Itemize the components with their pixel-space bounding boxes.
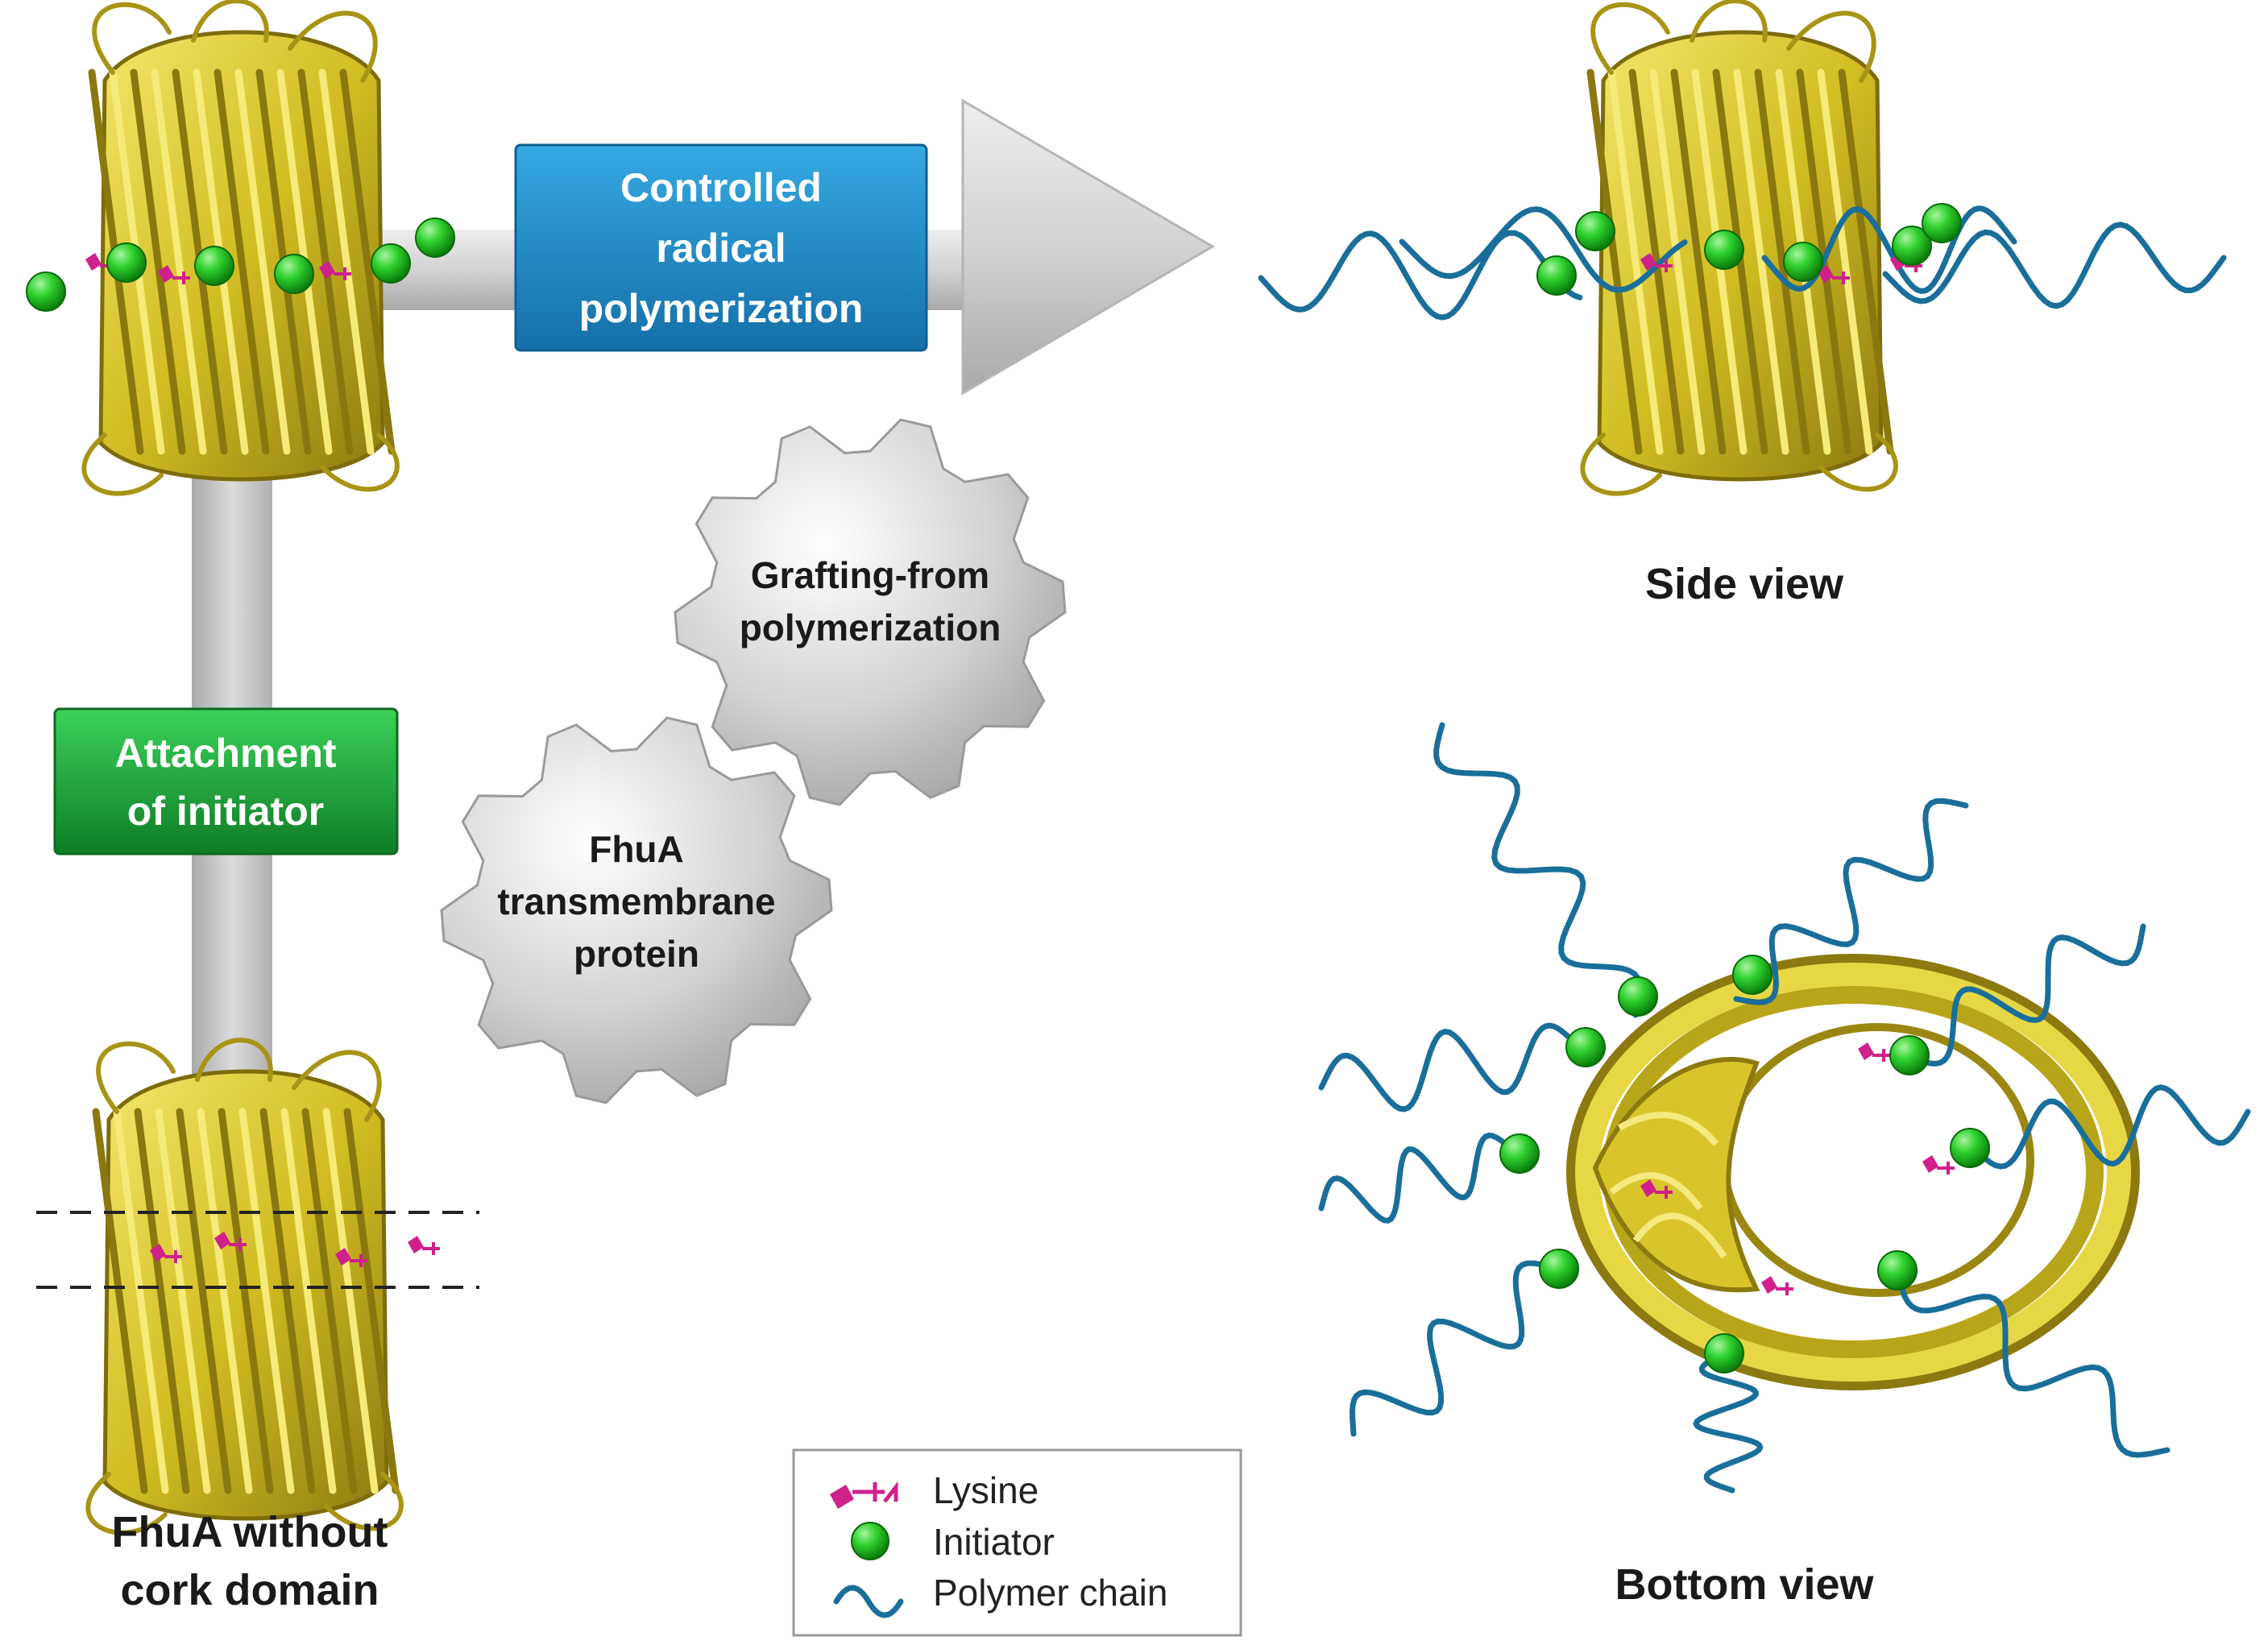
step-label-line3: polymerization <box>579 286 864 331</box>
protein-barrel-bare <box>85 1038 404 1535</box>
step-label-line2: of initiator <box>127 789 324 834</box>
step-label-line1: Controlled <box>620 165 822 210</box>
gear-label-line3: protein <box>574 933 699 975</box>
step-label-line2: radical <box>656 226 786 271</box>
step-box-polymerization: Controlled radical polymerization <box>514 143 928 352</box>
caption-bottom-view: Bottom view <box>1615 1560 1874 1609</box>
legend-label-polymer-chain: Polymer chain <box>933 1572 1167 1614</box>
legend: Lysine Initiator Polymer chain <box>792 1448 1242 1637</box>
caption-start-line1: FhuA without <box>112 1508 388 1556</box>
gear-protein: FhuA transmembrane protein <box>440 716 833 1104</box>
legend-polymer-swatch <box>833 1585 904 1618</box>
initiator-spheres <box>26 203 1990 1373</box>
caption-start-line2: cork domain <box>120 1566 379 1614</box>
legend-initiator-swatch <box>851 1522 889 1560</box>
lysine-residues <box>85 253 1955 1295</box>
gear-label-line2: polymerization <box>740 607 1001 648</box>
arrow-head <box>961 98 1215 396</box>
legend-label-initiator: Initiator <box>933 1521 1055 1563</box>
gear-label-line2: transmembrane <box>497 880 775 922</box>
caption-side-view: Side view <box>1645 560 1844 608</box>
legend-label-lysine: Lysine <box>933 1469 1039 1511</box>
gear-label-line1: FhuA <box>589 828 684 870</box>
step-label-line1: Attachment <box>114 731 336 776</box>
protein-bottom-view <box>1566 954 2140 1390</box>
gear-label-line1: Grafting-from <box>751 554 989 596</box>
protein-barrel-initiated <box>81 0 400 496</box>
polymer-chains <box>1258 205 2251 1494</box>
legend-lysine-swatch <box>830 1481 898 1509</box>
step-box-attachment: Attachment of initiator <box>53 707 399 856</box>
gear-grafting: Grafting-from polymerization <box>674 418 1067 806</box>
